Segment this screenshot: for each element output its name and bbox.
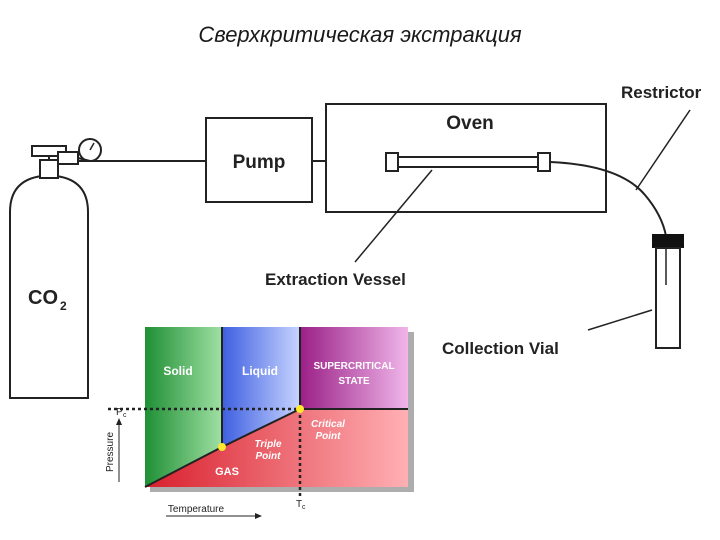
extraction-vessel-leader — [354, 169, 433, 263]
triple-point-label-line1: Triple — [254, 439, 281, 450]
liquid-label: Liquid — [242, 364, 278, 378]
restrictor-leader — [635, 109, 691, 191]
cylinder-label-subscript: 2 — [60, 299, 67, 313]
oven-box: Oven — [325, 103, 607, 213]
restrictor-tubing — [549, 161, 667, 237]
pump-box: Pump — [205, 117, 313, 203]
critical-point-label-line2: Point — [316, 431, 342, 442]
critical-point-label-line1: Critical — [311, 419, 345, 430]
co2-cylinder: CO 2 — [9, 138, 102, 399]
y-axis-label: Pressure — [105, 432, 116, 472]
pc-label-subscript: c — [123, 412, 127, 419]
liquid-region — [222, 327, 300, 447]
pump-label: Pump — [233, 152, 286, 173]
triple-point-label-line2: Point — [256, 451, 282, 462]
gas-label: GAS — [215, 466, 239, 478]
vial-cap — [652, 234, 684, 248]
gas-region — [145, 409, 408, 487]
supercritical-label-line2: STATE — [338, 376, 370, 387]
triple-point — [218, 443, 226, 451]
restrictor-label: Restrictor — [621, 83, 702, 102]
extraction-vessel — [385, 152, 551, 172]
cylinder-label: CO — [28, 287, 58, 309]
pc-label: P — [116, 407, 123, 418]
x-axis-label: Temperature — [168, 504, 225, 515]
supercritical-region — [300, 327, 408, 409]
page-title: Сверхкритическая экстракция — [198, 22, 522, 47]
solid-label: Solid — [163, 364, 192, 378]
collection-vial — [652, 234, 684, 349]
supercritical-label-line1: SUPERCRITICAL — [313, 361, 394, 372]
extraction-vessel-label: Extraction Vessel — [265, 270, 406, 289]
phase-diagram: Solid Liquid SUPERCRITICAL STATE GAS Cri… — [105, 327, 414, 519]
tc-label: T — [296, 499, 302, 510]
tc-label-subscript: c — [302, 504, 306, 511]
collection-vial-label: Collection Vial — [442, 339, 559, 358]
oven-label: Oven — [446, 113, 494, 134]
critical-point — [296, 405, 304, 413]
solid-region — [145, 327, 222, 487]
collection-vial-leader — [587, 309, 653, 331]
